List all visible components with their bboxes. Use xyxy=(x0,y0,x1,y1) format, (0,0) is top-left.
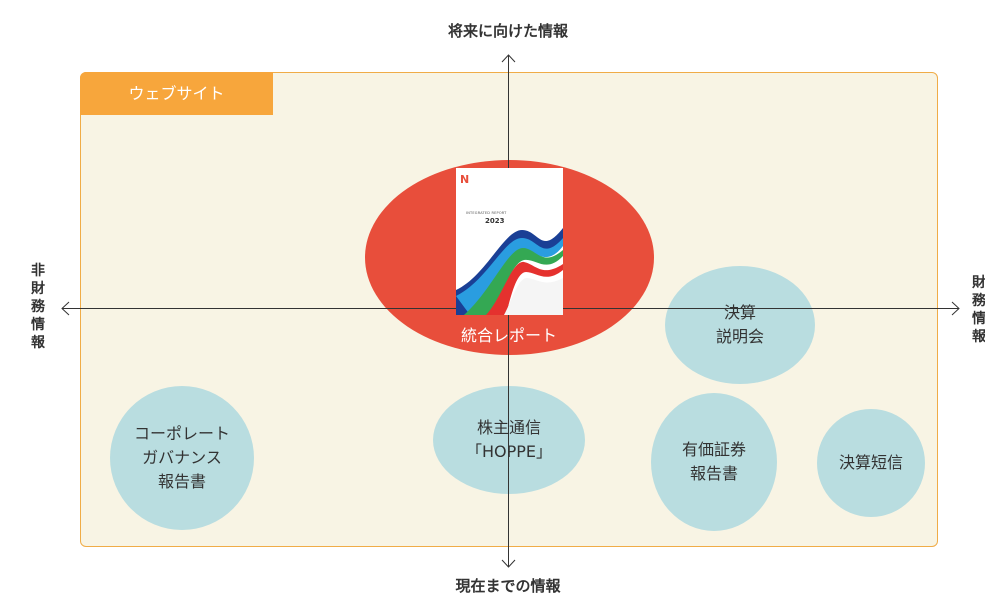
arrow-up-icon xyxy=(501,54,516,63)
axis-label-future: 将来に向けた情報 xyxy=(447,22,568,40)
bubble-financial-briefing: 決算 説明会 xyxy=(665,266,815,384)
cover-year: 2023 xyxy=(485,217,505,225)
arrow-right-icon xyxy=(951,301,960,316)
website-tag: ウェブサイト xyxy=(80,72,273,115)
arrow-left-icon xyxy=(61,301,70,316)
axis-label-non-financial: 非財務情報 xyxy=(31,263,45,351)
axis-label-financial: 財務情報 xyxy=(972,275,985,345)
bubble-earnings-summary: 決算短信 xyxy=(817,409,925,517)
bubble-securities-report: 有価証券 報告書 xyxy=(651,393,777,531)
cover-logo: N xyxy=(460,173,470,186)
axis-label-present: 現在までの情報 xyxy=(455,577,561,595)
arrow-down-icon xyxy=(501,559,516,568)
bubble-corporate-governance: コーポレート ガバナンス 報告書 xyxy=(110,386,254,530)
cover-title: INTEGRATED REPORT xyxy=(466,211,507,215)
integrated-report-cover: N INTEGRATED REPORT 2023 xyxy=(456,168,563,315)
cover-stripes-graphic xyxy=(456,228,563,315)
integrated-report-label: 統合レポート xyxy=(460,326,557,345)
